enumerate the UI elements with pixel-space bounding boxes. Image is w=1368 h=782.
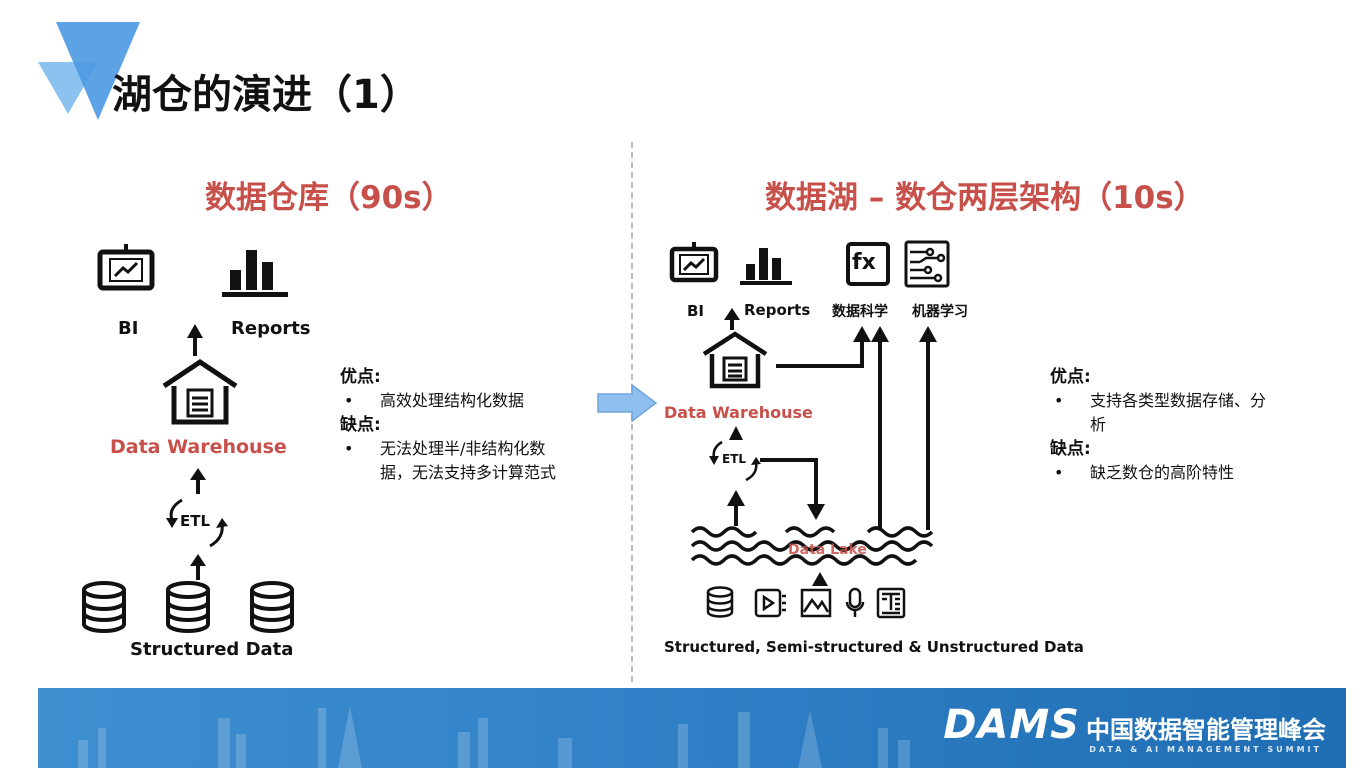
arrow-up-icon <box>187 324 203 356</box>
transition-arrow-icon <box>597 383 658 423</box>
arrow-up-icon <box>724 308 740 330</box>
etl-label: ETL <box>180 512 211 530</box>
data-science-label: 数据科学 <box>832 304 888 320</box>
right-heading: 数据湖 – 数仓两层架构（10s） <box>765 180 1205 216</box>
database-icon <box>706 586 734 618</box>
pros-item: 高效处理结构化数据 <box>340 389 630 413</box>
pros-item-line1: 支持各类型数据存储、分 <box>1090 391 1267 410</box>
machine-learning-label: 机器学习 <box>912 304 968 320</box>
flow-connectors <box>727 326 937 530</box>
left-pros-cons: 优点: 高效处理结构化数据 缺点: 无法处理半/非结构化数 据，无法支持多计算范… <box>340 365 630 485</box>
database-icons <box>82 581 294 633</box>
page-title: 湖仓的演进（1） <box>112 72 420 118</box>
cons-item-line1: 无法处理半/非结构化数 <box>380 439 546 458</box>
brand-name: DAMS <box>943 702 1080 748</box>
image-file-icon <box>800 588 832 618</box>
pros-item: 支持各类型数据存储、分 析 <box>1050 389 1340 437</box>
reports-bar-chart-icon <box>222 250 288 297</box>
warehouse-label: Data Warehouse <box>110 436 287 458</box>
arrow-up-icon <box>190 554 206 580</box>
arrow-up-icon <box>190 468 206 494</box>
data-source-icons <box>706 586 906 619</box>
bi-label: BI <box>118 318 139 339</box>
document-text-icon <box>876 587 906 619</box>
data-lake-waves-icon <box>690 526 934 566</box>
fx-function-icon <box>846 242 890 286</box>
logo-triangles-icon <box>38 22 140 120</box>
structured-unstructured-label: Structured, Semi-structured & Unstructur… <box>664 638 1084 656</box>
structured-data-label: Structured Data <box>130 639 294 660</box>
cons-title: 缺点: <box>1050 439 1091 459</box>
warehouse-icon <box>162 358 238 425</box>
etl-label: ETL <box>722 452 747 466</box>
reports-label: Reports <box>231 318 311 339</box>
cons-item: 无法处理半/非结构化数 据，无法支持多计算范式 <box>340 437 630 485</box>
right-pros-cons: 优点: 支持各类型数据存储、分 析 缺点: 缺乏数仓的高阶特性 <box>1050 365 1340 485</box>
reports-bar-chart-icon <box>740 248 792 285</box>
cons-item-line2: 据，无法支持多计算范式 <box>380 463 557 482</box>
pros-title: 优点: <box>1050 367 1091 387</box>
warehouse-label: Data Warehouse <box>664 403 813 422</box>
bi-label: BI <box>687 302 705 320</box>
pros-title: 优点: <box>340 367 381 387</box>
fx-label: fx <box>852 250 876 275</box>
bi-dashboard-icon <box>669 242 719 283</box>
cons-title: 缺点: <box>340 415 381 435</box>
data-lake-label: Data Lake <box>788 542 867 558</box>
etl-cycle-icon <box>709 440 761 482</box>
warehouse-icon <box>702 331 768 389</box>
pros-item-line2: 析 <box>1090 415 1107 434</box>
reports-label: Reports <box>744 301 811 319</box>
video-file-icon <box>754 588 786 618</box>
city-skyline-decoration <box>78 706 910 768</box>
arrow-up-icon <box>812 572 828 586</box>
brand-cn: 中国数据智能管理峰会 <box>1086 716 1326 744</box>
etl-cycle-icon <box>166 498 228 548</box>
bi-dashboard-icon <box>97 244 155 291</box>
microphone-icon <box>845 587 865 617</box>
machine-learning-icon <box>904 240 950 288</box>
brand-subtitle: DATA & AI MANAGEMENT SUMMIT <box>1089 745 1322 754</box>
left-heading: 数据仓库（90s） <box>205 180 453 216</box>
cons-item: 缺乏数仓的高阶特性 <box>1050 461 1340 485</box>
